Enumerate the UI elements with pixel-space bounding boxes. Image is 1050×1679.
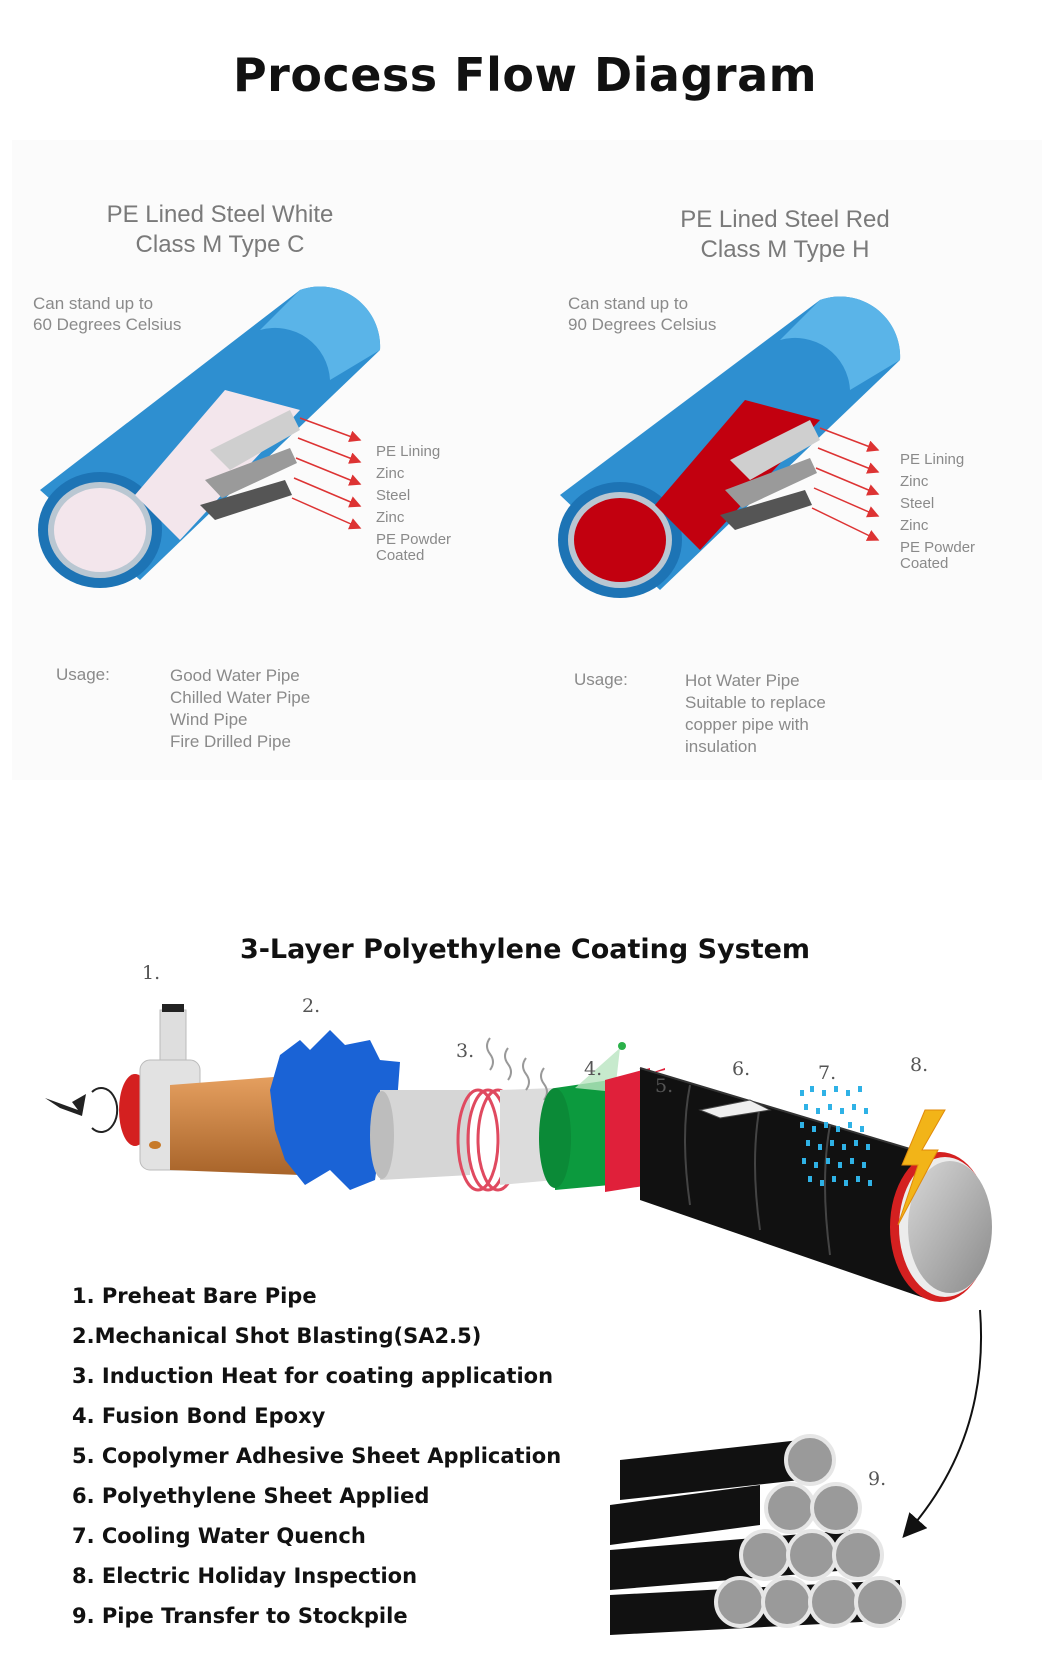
steam-icon	[486, 1037, 548, 1101]
adhesive-layer	[605, 1068, 650, 1192]
step-number: 5.	[655, 1075, 674, 1097]
white-pipe-usage-label: Usage:	[56, 665, 110, 684]
shot-blasting-unit	[270, 1030, 400, 1190]
usage-item: Good Water Pipe	[170, 666, 300, 685]
usage-item: Suitable to replace	[685, 693, 826, 712]
white-pipe-usage-list: Good Water Pipe Chilled Water Pipe Wind …	[170, 665, 310, 753]
white-pipe-temp: Can stand up to 60 Degrees Celsius	[33, 293, 181, 335]
layer-label: Steel	[376, 487, 411, 504]
pipe-end	[908, 1161, 992, 1293]
red-pipe-temp-line2: 90 Degrees Celsius	[568, 315, 717, 334]
layer-label: Zinc	[900, 473, 929, 490]
step-number: 3.	[456, 1040, 475, 1062]
cleaned-pipe	[380, 1090, 470, 1180]
red-pipe-title-line1: PE Lined Steel Red	[680, 206, 890, 233]
usage-item: insulation	[685, 737, 757, 756]
white-pipe-layers: PE Lining Zinc Steel Zinc PE Powder Coat…	[376, 444, 451, 564]
red-pipe-title-line2: Class M Type H	[700, 236, 870, 263]
layer-label: Steel	[900, 495, 935, 512]
step-number: 6.	[732, 1058, 751, 1080]
step-number: 7.	[818, 1062, 837, 1084]
water-drops-icon	[800, 1086, 872, 1186]
step-number: 4.	[584, 1058, 603, 1080]
step-number: 1.	[142, 962, 161, 984]
layer-label: Coated	[900, 555, 949, 572]
white-pipe-title-line2: Class M Type C	[135, 231, 305, 258]
page-title: Process Flow Diagram	[232, 48, 818, 102]
step-number: 8.	[910, 1054, 929, 1076]
layer-label: PE Powder	[900, 539, 976, 556]
process-step: 8. Electric Holiday Inspection	[72, 1564, 418, 1588]
usage-item: Chilled Water Pipe	[170, 688, 311, 707]
red-pipe-layers: PE Lining Zinc Steel Zinc PE Powder Coat…	[900, 452, 975, 572]
process-step: 1. Preheat Bare Pipe	[72, 1284, 317, 1308]
coating-system-title: 3-Layer Polyethylene Coating System	[239, 934, 811, 965]
polyethylene-sheet	[698, 1099, 772, 1119]
rotation-arrow-icon	[45, 1087, 119, 1133]
white-pipe-temp-line2: 60 Degrees Celsius	[33, 315, 182, 334]
red-pipe-usage-list: Hot Water Pipe Suitable to replace coppe…	[685, 670, 826, 758]
polyethylene-pipe	[640, 1068, 930, 1300]
usage-item: Hot Water Pipe	[685, 671, 800, 690]
step-number: 2.	[302, 995, 321, 1017]
red-pipe-temp: Can stand up to 90 Degrees Celsius	[568, 293, 716, 335]
red-pipe-cutaway	[558, 296, 901, 598]
white-pipe-title-line1: PE Lined Steel White	[106, 201, 334, 228]
process-step: 9. Pipe Transfer to Stockpile	[72, 1604, 408, 1628]
layer-label: Zinc	[376, 509, 405, 526]
bare-pipe	[170, 1075, 300, 1175]
usage-item: Wind Pipe	[170, 710, 248, 729]
process-step: 5. Copolymer Adhesive Sheet Application	[72, 1444, 562, 1468]
layer-label: PE Lining	[900, 451, 965, 468]
usage-item: Fire Drilled Pipe	[170, 732, 291, 751]
layer-label: Zinc	[900, 517, 929, 534]
process-steps-list: 1. Preheat Bare Pipe 2.Mechanical Shot B…	[72, 1276, 561, 1636]
curved-arrow-icon	[902, 1309, 983, 1538]
process-step: 2.Mechanical Shot Blasting(SA2.5)	[72, 1324, 482, 1348]
layer-label: PE Lining	[376, 443, 441, 460]
process-step: 7. Cooling Water Quench	[72, 1524, 366, 1548]
process-step: 3. Induction Heat for coating applicatio…	[72, 1364, 554, 1388]
red-pipe-title: PE Lined Steel Red Class M Type H	[635, 205, 935, 265]
layer-label: PE Powder	[376, 531, 452, 548]
process-step: 4. Fusion Bond Epoxy	[72, 1404, 326, 1428]
process-step: 6. Polyethylene Sheet Applied	[72, 1484, 430, 1508]
white-pipe-cutaway	[38, 286, 381, 588]
white-pipe-temp-line1: Can stand up to	[33, 294, 154, 313]
layer-label: Coated	[376, 547, 425, 564]
layer-label: Zinc	[376, 465, 405, 482]
lightning-icon	[897, 1109, 946, 1226]
step-number: 9.	[868, 1468, 887, 1490]
white-pipe-title: PE Lined Steel White Class M Type C	[70, 200, 370, 260]
usage-item: copper pipe with	[685, 715, 809, 734]
pipe-stockpile	[610, 1434, 906, 1635]
red-pipe-temp-line1: Can stand up to	[568, 294, 689, 313]
red-pipe-usage-label: Usage:	[574, 670, 628, 689]
